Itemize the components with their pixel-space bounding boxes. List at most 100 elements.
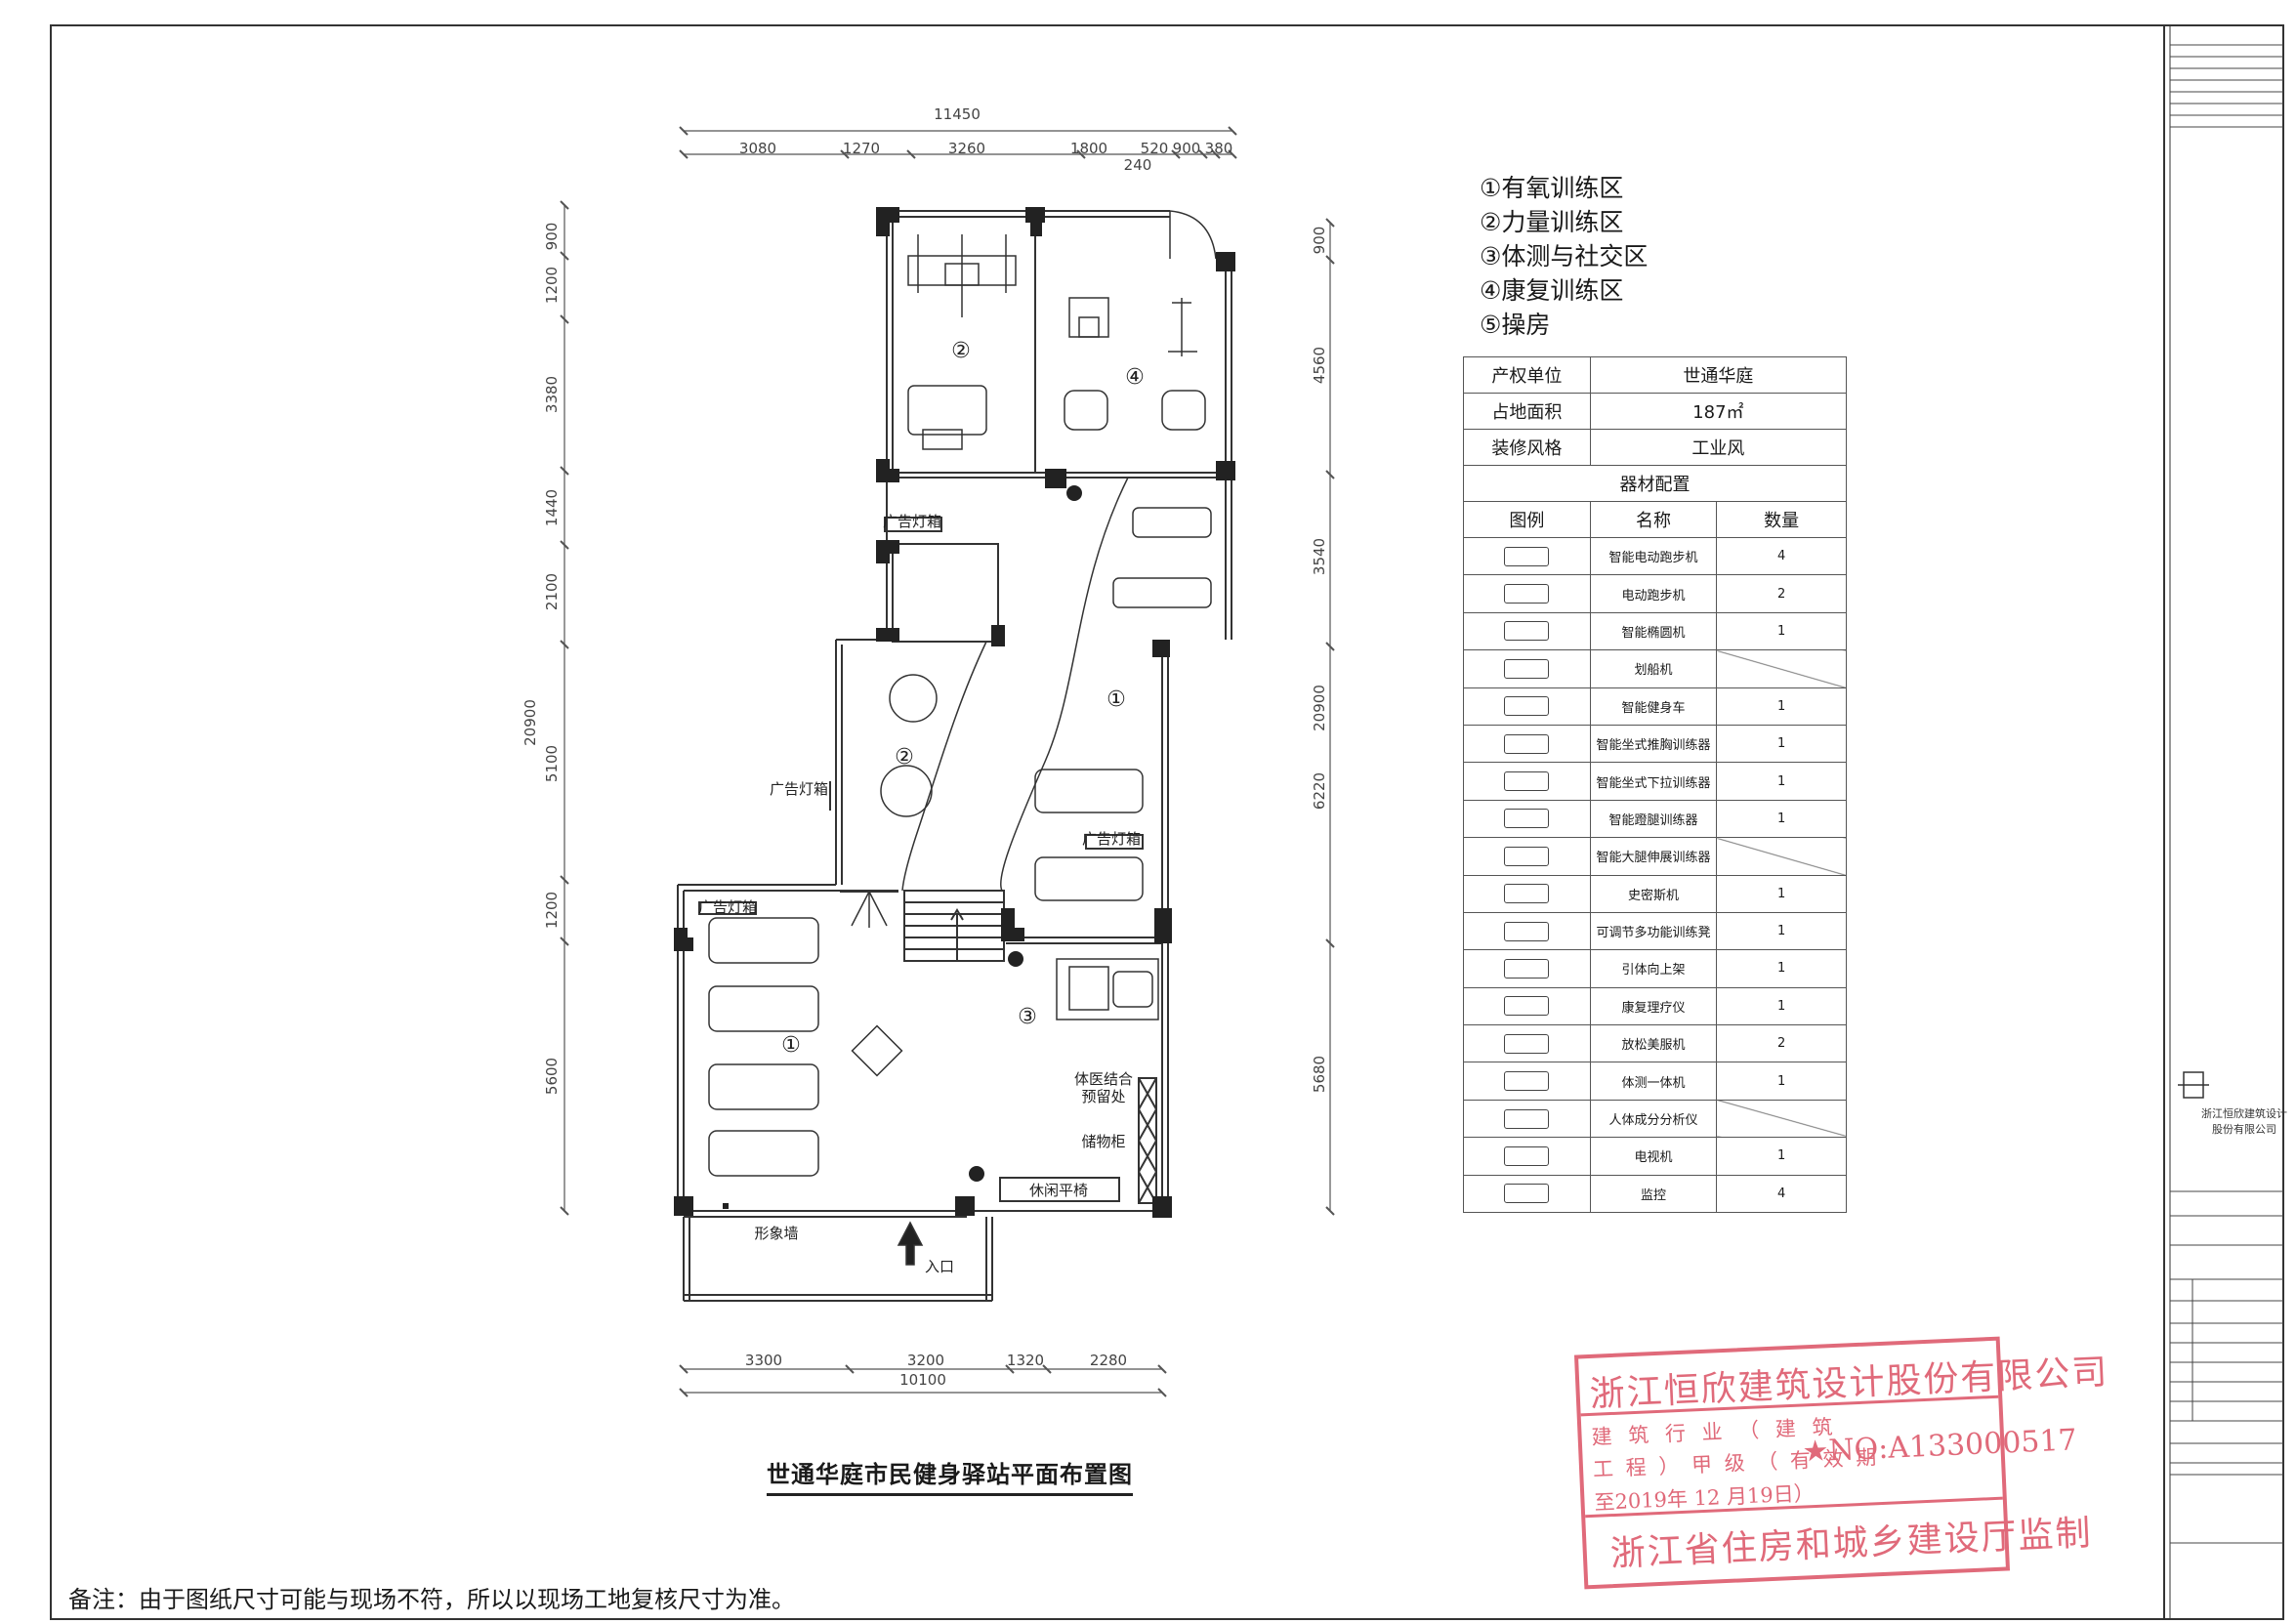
zone-number-test-social: ③ <box>1018 1005 1037 1029</box>
equipment-icon-cell <box>1463 799 1591 839</box>
equipment-icon <box>1504 884 1550 904</box>
equipment-name: 监控 <box>1589 1174 1718 1214</box>
equipment-icon-cell <box>1463 1062 1591 1101</box>
equipment-icon <box>1504 696 1550 717</box>
drawing-title: 世通华庭市民健身驿站平面布置图 <box>767 1455 1133 1496</box>
equipment-icon-cell <box>1463 574 1591 613</box>
dim-top-1: 3080 <box>739 140 776 157</box>
label-ad-box: 广告灯箱 <box>883 513 941 530</box>
legend-item: ②力量训练区 <box>1480 208 1624 236</box>
equipment-qty: 1 <box>1716 986 1847 1026</box>
equipment-row: 人体成分分析仪 <box>1463 1099 1847 1139</box>
dim-left-1: 900 <box>543 223 561 251</box>
info-key: 产权单位 <box>1463 356 1591 394</box>
equipment-qty: 2 <box>1716 574 1847 613</box>
equipment-name: 划船机 <box>1589 649 1718 688</box>
structural-columns <box>674 207 1235 1218</box>
dim-top-5: 520 <box>1141 140 1169 157</box>
equipment-icon <box>1504 1145 1550 1166</box>
equipment-qty: 1 <box>1716 724 1847 764</box>
equipment-icon-cell <box>1463 911 1591 951</box>
dim-right-4: 6220 <box>1311 772 1328 810</box>
equipment-icon <box>1504 1033 1550 1054</box>
dim-bottom-3: 1320 <box>1007 1352 1044 1369</box>
equipment-qty: 1 <box>1716 611 1847 651</box>
equipment-icon <box>1504 584 1550 604</box>
equipment-icon-cell <box>1463 762 1591 801</box>
label-bench: 休闲平椅 <box>1029 1182 1088 1199</box>
equipment-name: 智能坐式下拉训练器 <box>1589 762 1718 801</box>
dim-right-1: 900 <box>1311 227 1328 255</box>
equipment-icon-cell <box>1463 611 1591 651</box>
equipment-qty: 1 <box>1716 799 1847 839</box>
info-key: 装修风格 <box>1463 429 1591 466</box>
equipment-name: 引体向上架 <box>1589 949 1718 988</box>
label-medical-reception-2: 预留处 <box>1081 1088 1125 1105</box>
equipment-icon-cell <box>1463 687 1591 726</box>
equipment-icon-cell <box>1463 949 1591 988</box>
label-ad-box: 广告灯箱 <box>1082 830 1141 848</box>
dim-top-total: 11450 <box>934 105 981 123</box>
equipment-icon <box>1504 996 1550 1017</box>
equipment-name: 史密斯机 <box>1589 874 1718 913</box>
equipment-name: 电视机 <box>1589 1137 1718 1176</box>
equipment-name: 体测一体机 <box>1589 1062 1718 1101</box>
equipment-qty: 1 <box>1716 911 1847 951</box>
dim-right-2: 4560 <box>1311 347 1328 384</box>
label-locker: 储物柜 <box>1081 1133 1125 1150</box>
equipment-icon-cell <box>1463 837 1591 876</box>
equipment-icon <box>1504 658 1550 679</box>
info-value: 世通华庭 <box>1589 356 1848 394</box>
info-key: 占地面积 <box>1463 393 1591 430</box>
dim-left-4: 1440 <box>543 489 561 526</box>
legend-item: ①有氧训练区 <box>1480 174 1624 202</box>
dim-left: 900 1200 3380 1440 2100 20900 5100 1200 … <box>522 223 561 1095</box>
equipment-qty <box>1716 1099 1847 1139</box>
equipment-row: 划船机 <box>1463 649 1847 688</box>
dim-top-7: 380 <box>1205 140 1233 157</box>
label-ad-box: 广告灯箱 <box>770 780 828 798</box>
plant-symbols <box>969 485 1082 1182</box>
label-medical-reception: 体医结合 <box>1074 1070 1133 1088</box>
title-block-company: 浙江恒欣建筑设计 <box>2201 1106 2287 1120</box>
label-ad-box: 广告灯箱 <box>698 898 757 916</box>
equipment-icon <box>1504 1071 1550 1092</box>
equipment-qty: 1 <box>1716 874 1847 913</box>
equipment-name: 智能蹬腿训练器 <box>1589 799 1718 839</box>
legend-item: ③体测与社交区 <box>1480 242 1649 271</box>
equipment-icon <box>1504 1108 1550 1129</box>
dim-bottom-total: 10100 <box>899 1371 946 1389</box>
equipment-shapes <box>708 234 1212 1266</box>
equipment-qty: 4 <box>1716 536 1847 576</box>
dim-left-7: 1200 <box>543 892 561 929</box>
equipment-icon <box>1504 1184 1550 1204</box>
dim-right-total: 20900 <box>1311 685 1328 731</box>
equipment-qty: 1 <box>1716 1062 1847 1101</box>
title-block-company-2: 股份有限公司 <box>2212 1122 2276 1136</box>
dim-left-3: 3380 <box>543 376 561 413</box>
dim-top-3: 3260 <box>948 140 985 157</box>
equipment-icon <box>1504 546 1550 566</box>
dim-bottom-1: 3300 <box>745 1352 782 1369</box>
equipment-icon-cell <box>1463 1099 1591 1139</box>
equipment-icon-cell <box>1463 1024 1591 1063</box>
equipment-name: 智能电动跑步机 <box>1589 536 1718 576</box>
zone-number-strength-upper: ② <box>951 339 971 363</box>
dim-left-8: 5600 <box>543 1058 561 1095</box>
equipment-name: 智能大腿伸展训练器 <box>1589 837 1718 876</box>
equipment-icon <box>1504 771 1550 792</box>
equipment-qty: 4 <box>1716 1174 1847 1214</box>
dim-bottom: 3300 3200 1320 2280 10100 <box>745 1352 1127 1389</box>
equipment-icon-cell <box>1463 1137 1591 1176</box>
equipment-icon <box>1504 846 1550 866</box>
equipment-icon-cell <box>1463 986 1591 1026</box>
